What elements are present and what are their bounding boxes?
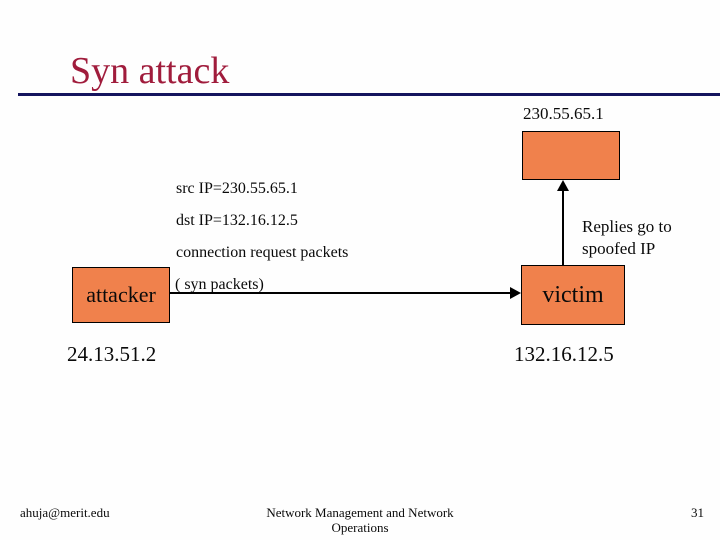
attacker-to-victim-arrow-shaft [170,292,512,294]
replies-line-1: Replies go to [582,217,672,236]
footer-course-title: Network Management and Network Operation… [160,505,560,535]
victim-to-spoofed-arrow-shaft [562,189,564,265]
connection-request-line: connection request packets [176,244,349,261]
attacker-label: attacker [86,282,156,307]
victim-to-spoofed-arrow-head [557,180,569,191]
attacker-box: attacker [72,267,170,323]
victim-ip-label: 132.16.12.5 [514,342,614,366]
footer-email: ahuja@merit.edu [20,505,110,520]
victim-label: victim [542,281,604,308]
src-ip-line: src IP=230.55.65.1 [176,180,298,197]
replies-annotation: Replies go to spoofed IP [582,216,672,260]
dst-ip-line: dst IP=132.16.12.5 [176,212,298,229]
slide-title: Syn attack [70,50,230,92]
syn-packets-label: ( syn packets) [175,276,264,293]
title-underline-rule [18,93,720,96]
footer-course-line-2: Operations [331,520,389,535]
spoofed-ip-address-label: 230.55.65.1 [523,104,604,123]
slide-page-number: 31 [691,505,704,520]
spoofed-host-box [522,131,620,180]
attacker-ip-label: 24.13.51.2 [67,342,157,366]
replies-line-2: spoofed IP [582,239,656,258]
packet-description-block: src IP=230.55.65.1 dst IP=132.16.12.5 co… [176,173,348,269]
footer-course-line-1: Network Management and Network [266,505,454,520]
victim-box: victim [521,265,625,325]
attacker-to-victim-arrow-head [510,287,521,299]
